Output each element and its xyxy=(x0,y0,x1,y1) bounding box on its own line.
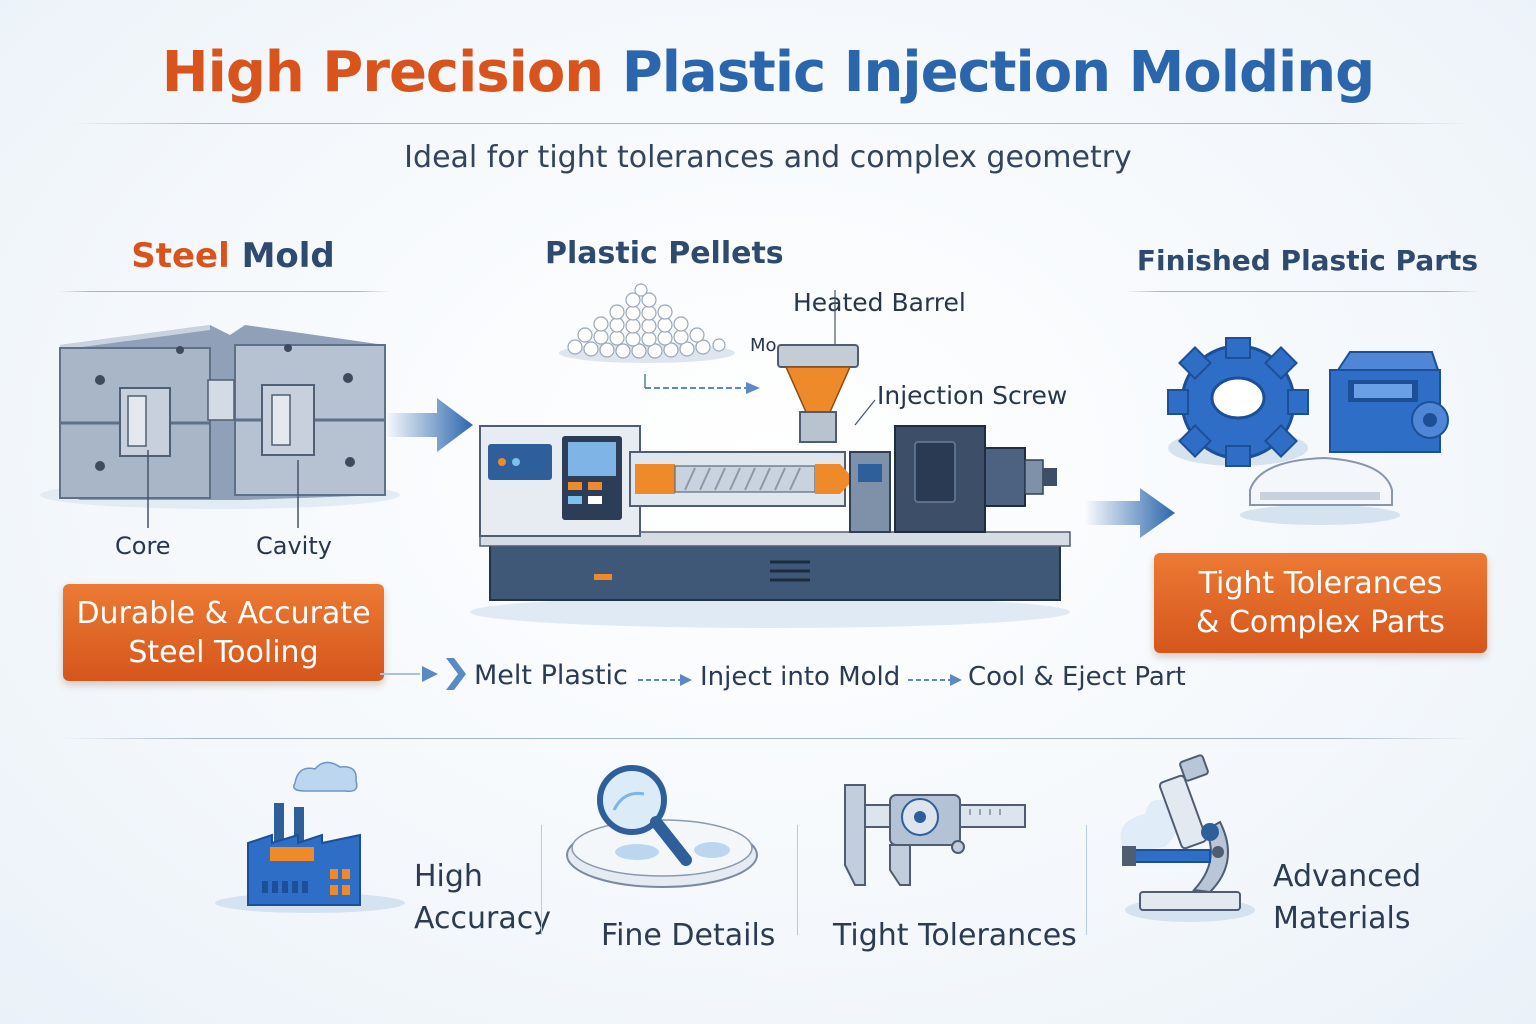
feature-high-accuracy-line-2: Accuracy xyxy=(414,901,551,936)
feature-advanced-materials-line-2: Materials xyxy=(1273,901,1411,936)
feature-fine-details: Fine Details xyxy=(601,918,776,953)
cavity-label: Cavity xyxy=(256,532,332,560)
feature-advanced-materials: Advanced Materials xyxy=(1273,856,1421,940)
finished-parts-heading: Finished Plastic Parts xyxy=(1136,244,1479,277)
process-start-chevron xyxy=(380,658,466,690)
subtitle: Ideal for tight tolerances and complex g… xyxy=(404,140,1132,175)
steel-tooling-box: Durable & Accurate Steel Tooling xyxy=(63,584,384,681)
feature-high-accuracy-line-1: High xyxy=(414,859,483,894)
heated-barrel-label: Heated Barrel xyxy=(793,288,966,317)
microscope-icon xyxy=(1120,754,1255,922)
pellet-feed-arrow xyxy=(644,374,760,394)
steel-tooling-line-2: Steel Tooling xyxy=(128,634,319,670)
feature-separator-3 xyxy=(1086,825,1087,935)
tight-tolerances-box: Tight Tolerances & Complex Parts xyxy=(1154,553,1487,653)
cover-part xyxy=(1240,456,1400,525)
title-part-2: Plastic Injection Molding xyxy=(621,40,1376,105)
step-inject-into-mold: Inject into Mold xyxy=(700,662,901,692)
page-title: High Precision Plastic Injection Molding xyxy=(0,40,1536,105)
plastic-pellets-heading: Plastic Pellets xyxy=(545,236,784,271)
injection-screw-label: Injection Screw xyxy=(877,381,1068,410)
partial-label: Mo xyxy=(750,335,777,356)
machine-leader-lines xyxy=(834,290,876,426)
steel-mold-heading-part-2: Mold xyxy=(241,236,335,276)
features-divider xyxy=(60,738,1475,739)
feature-separator-2 xyxy=(797,825,798,935)
tight-tolerances-line-2: & Complex Parts xyxy=(1196,605,1445,640)
core-label: Core xyxy=(115,532,171,560)
housing-part xyxy=(1329,351,1449,453)
steel-mold-divider xyxy=(58,291,390,292)
finished-parts-illustration xyxy=(1167,337,1449,525)
machine-to-parts-arrow xyxy=(1085,488,1175,538)
gear-part xyxy=(1167,337,1309,467)
steel-mold-illustration xyxy=(40,325,400,528)
tight-tolerances-line-1: Tight Tolerances xyxy=(1198,566,1443,601)
feature-advanced-materials-line-1: Advanced xyxy=(1273,859,1422,894)
step-arrow-1 xyxy=(638,674,692,686)
title-part-1: High Precision xyxy=(161,40,604,105)
mold-to-machine-arrow xyxy=(385,398,473,452)
title-divider xyxy=(70,123,1470,124)
steel-mold-heading-part-1: Steel xyxy=(131,236,230,276)
step-cool-eject-part: Cool & Eject Part xyxy=(968,662,1186,692)
feature-high-accuracy: High Accuracy xyxy=(414,856,551,940)
factory-icon xyxy=(215,761,405,913)
feature-tight-tolerances: Tight Tolerances xyxy=(833,918,1077,953)
finished-parts-divider xyxy=(1125,291,1480,292)
step-melt-plastic: Melt Plastic xyxy=(474,660,628,691)
injection-machine-illustration xyxy=(470,344,1071,628)
magnifier-icon xyxy=(566,765,758,888)
plastic-pellets-pile xyxy=(559,283,735,363)
step-arrow-2 xyxy=(908,674,962,686)
caliper-icon xyxy=(844,784,1026,886)
feature-separator-1 xyxy=(541,825,542,935)
steel-tooling-line-1: Durable & Accurate xyxy=(76,595,371,631)
steel-mold-heading: Steel Mold xyxy=(58,236,408,276)
